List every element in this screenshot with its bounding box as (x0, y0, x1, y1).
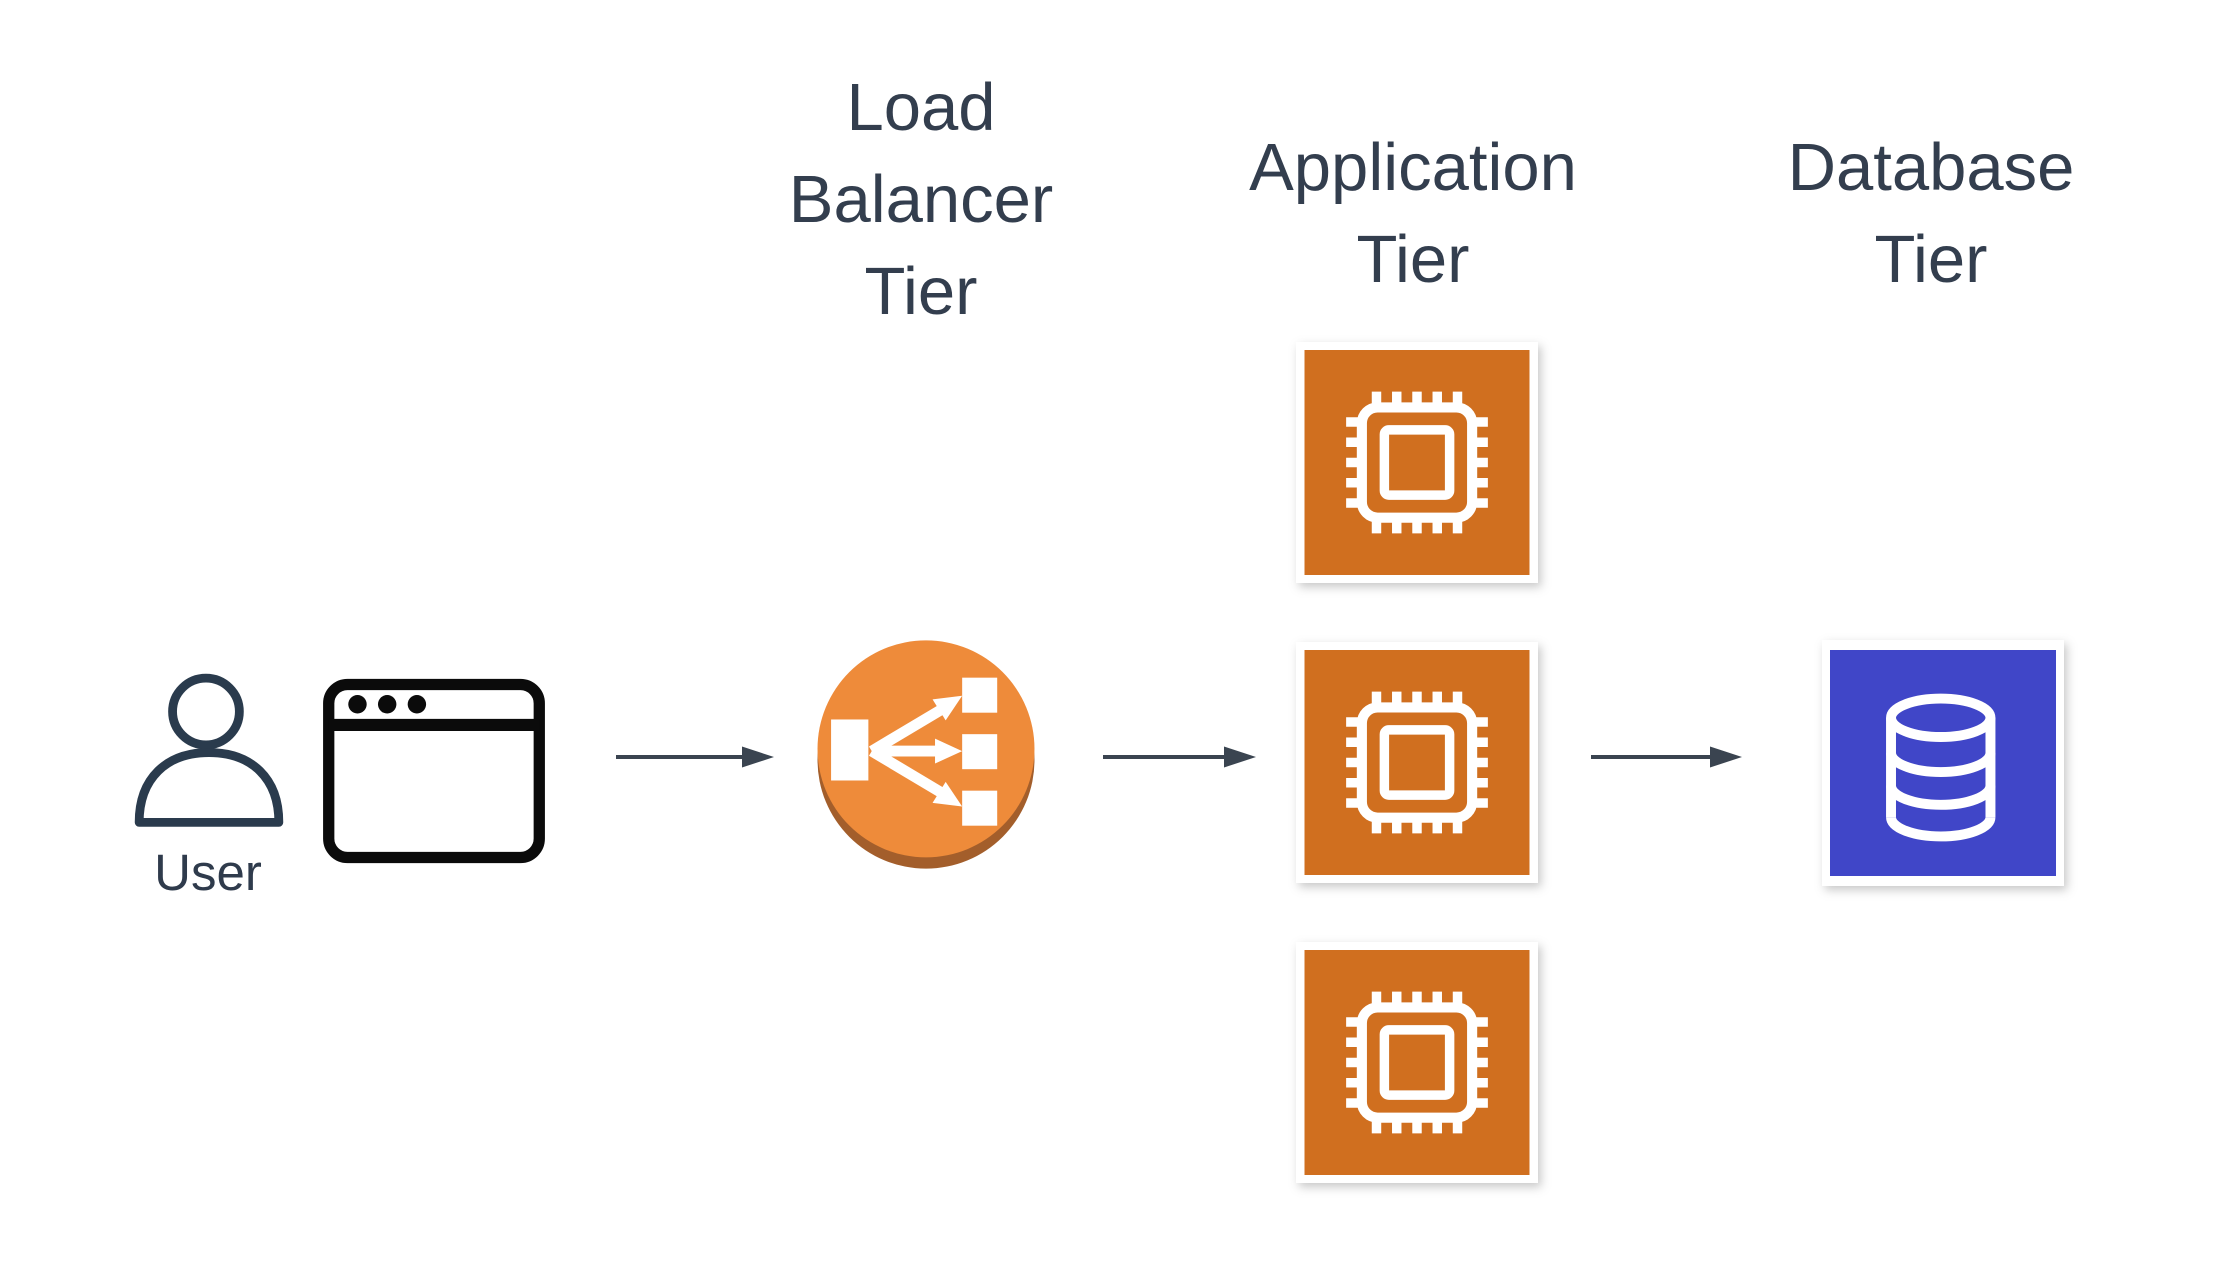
user-label: User (154, 844, 262, 901)
app-instance-card-2 (1296, 642, 1538, 883)
arrow-user-to-loadbalancer (616, 746, 774, 768)
app-instance-card-1 (1296, 342, 1538, 583)
database-cylinder-icon (1830, 650, 2056, 876)
cpu-chip-icon (1304, 950, 1530, 1175)
cpu-chip-icon (1304, 350, 1530, 575)
database-card (1822, 640, 2064, 886)
load-balancer-icon (817, 640, 1035, 869)
application-tier-label: Application Tier (1249, 130, 1577, 297)
user-icon (134, 673, 284, 827)
database-tier-label: Database Tier (1787, 130, 2075, 297)
cpu-chip-icon (1304, 650, 1530, 875)
browser-dots-icon (348, 695, 427, 714)
browser-window-icon (323, 678, 545, 864)
app-instance-card-3 (1296, 942, 1538, 1183)
arrow-application-to-database (1591, 746, 1742, 768)
arrow-loadbalancer-to-application (1103, 746, 1256, 768)
load-balancer-tier-label: Load Balancer Tier (788, 70, 1054, 329)
